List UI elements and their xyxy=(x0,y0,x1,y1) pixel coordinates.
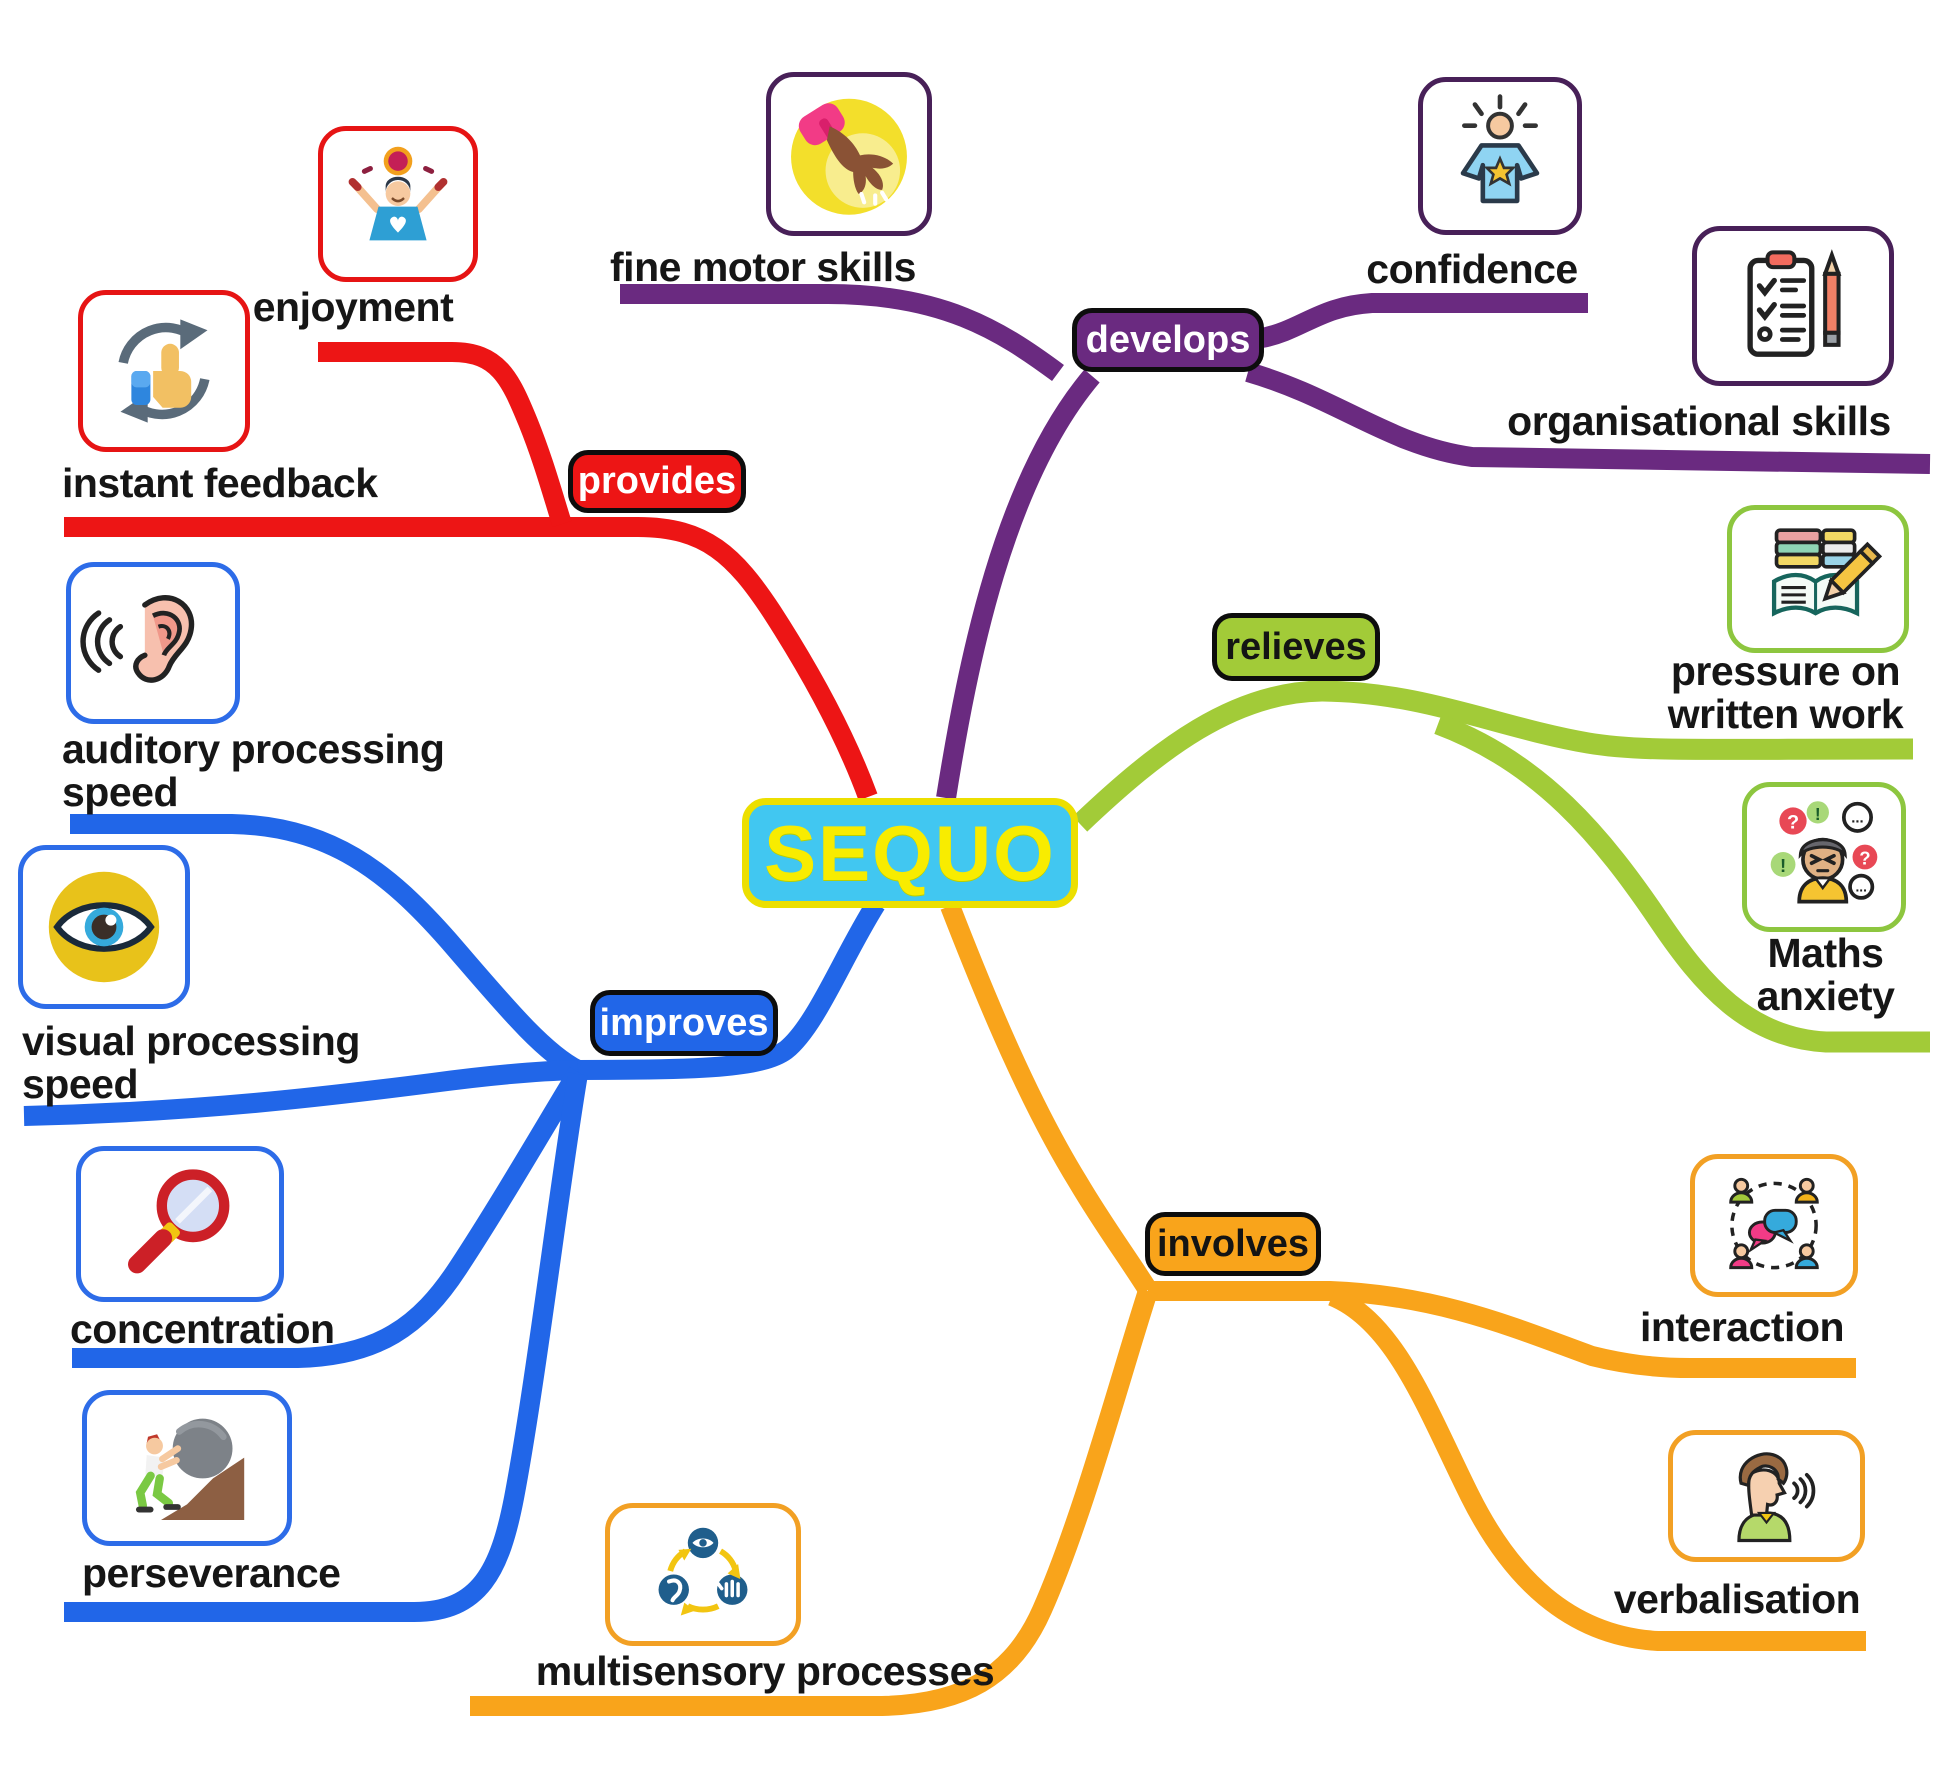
svg-text:?: ? xyxy=(1787,811,1799,833)
branch-label-improves: improves xyxy=(590,990,778,1056)
picking-hand-icon xyxy=(791,98,907,215)
svg-text:!: ! xyxy=(1780,855,1786,876)
multisensory-processes-node-box xyxy=(605,1503,801,1646)
fine-motor-skills-node-box xyxy=(766,72,932,236)
node-label-multisensory-processes: multisensory processes xyxy=(535,1648,995,1694)
involves-main-line xyxy=(940,902,1157,1296)
books-and-writing-icon xyxy=(1771,528,1883,617)
node-label-maths-anxiety: Maths anxiety xyxy=(1756,930,1895,1019)
provides-main-line xyxy=(64,517,878,801)
group-speech-bubbles-icon xyxy=(1729,1177,1819,1270)
improves-main-line xyxy=(577,898,885,1080)
maths-anxiety-node-box: ? ! ... ? ! ... xyxy=(1742,782,1906,932)
person-with-star-icon xyxy=(1460,94,1540,204)
node-label-perseverance: perseverance xyxy=(82,1550,341,1596)
interaction-line xyxy=(1148,1281,1856,1378)
relieves-pressure-line xyxy=(1072,680,1914,832)
speaking-head-icon xyxy=(1737,1452,1816,1543)
concentration-line xyxy=(72,1066,587,1368)
eye-icon xyxy=(48,871,160,983)
develops-main-line xyxy=(936,369,1100,800)
branch-label-develops: develops xyxy=(1072,308,1264,372)
verbalisation-line xyxy=(1327,1286,1866,1651)
visual-processing-node-box xyxy=(18,845,190,1009)
svg-text:...: ... xyxy=(1856,880,1867,895)
confidence-node-box xyxy=(1418,77,1582,235)
svg-text:!: ! xyxy=(1815,804,1821,824)
concentration-node-box xyxy=(76,1146,284,1302)
maths-anxiety-line xyxy=(1434,714,1930,1053)
multisensory-line xyxy=(470,1287,1158,1716)
node-label-interaction: interaction xyxy=(1639,1304,1845,1350)
clipboard-checklist-pencil-icon xyxy=(1747,249,1842,357)
branch-label-provides: provides xyxy=(568,450,746,513)
enjoyment-node-box xyxy=(318,126,478,282)
node-label-organisational-skills: organisational skills xyxy=(1507,398,1891,444)
ear-sound-waves-icon xyxy=(80,595,195,683)
branch-label-involves: involves xyxy=(1145,1212,1321,1276)
perseverance-node-box xyxy=(82,1390,292,1546)
auditory-processing-node-box xyxy=(66,562,240,724)
branch-label-relieves: relieves xyxy=(1212,613,1380,681)
pressure-written-work-node-box xyxy=(1727,505,1909,653)
thumbs-up-refresh-icon xyxy=(118,319,210,423)
node-label-instant-feedback: instant feedback xyxy=(62,460,378,506)
visual-line xyxy=(23,1060,579,1126)
node-label-enjoyment: enjoyment xyxy=(252,284,454,330)
node-label-pressure-written-work: pressure on written work xyxy=(1667,648,1904,737)
node-label-auditory-processing: auditory processing speed xyxy=(62,726,445,815)
node-label-verbalisation: verbalisation xyxy=(1613,1576,1861,1622)
organisational-skills-node-box xyxy=(1692,226,1894,386)
stressed-person-icon: ? ! ... ? ! ... xyxy=(1770,801,1878,904)
fine-motor-line xyxy=(620,284,1064,382)
pushing-boulder-uphill-icon xyxy=(135,1418,245,1520)
perseverance-line xyxy=(64,1072,588,1622)
node-label-visual-processing: visual processing speed xyxy=(22,1018,360,1107)
senses-cycle-icon xyxy=(658,1527,748,1616)
interaction-node-box xyxy=(1690,1154,1858,1297)
auditory-line xyxy=(70,814,583,1079)
organisational-line xyxy=(1245,362,1931,474)
node-label-concentration: concentration xyxy=(70,1306,335,1352)
verbalisation-node-box xyxy=(1668,1430,1865,1562)
confidence-line xyxy=(1259,293,1588,348)
instant-feedback-node-box xyxy=(78,290,250,452)
node-label-fine-motor-skills: fine motor skills xyxy=(610,244,916,290)
svg-text:?: ? xyxy=(1859,847,1870,868)
center-node-sequo: SEQUO xyxy=(742,798,1078,908)
node-label-confidence: confidence xyxy=(1366,246,1578,292)
magnifying-glass-icon xyxy=(128,1169,230,1274)
celebrating-child-icon xyxy=(348,146,448,241)
enjoyment-line xyxy=(318,342,572,527)
svg-text:...: ... xyxy=(1851,810,1863,826)
